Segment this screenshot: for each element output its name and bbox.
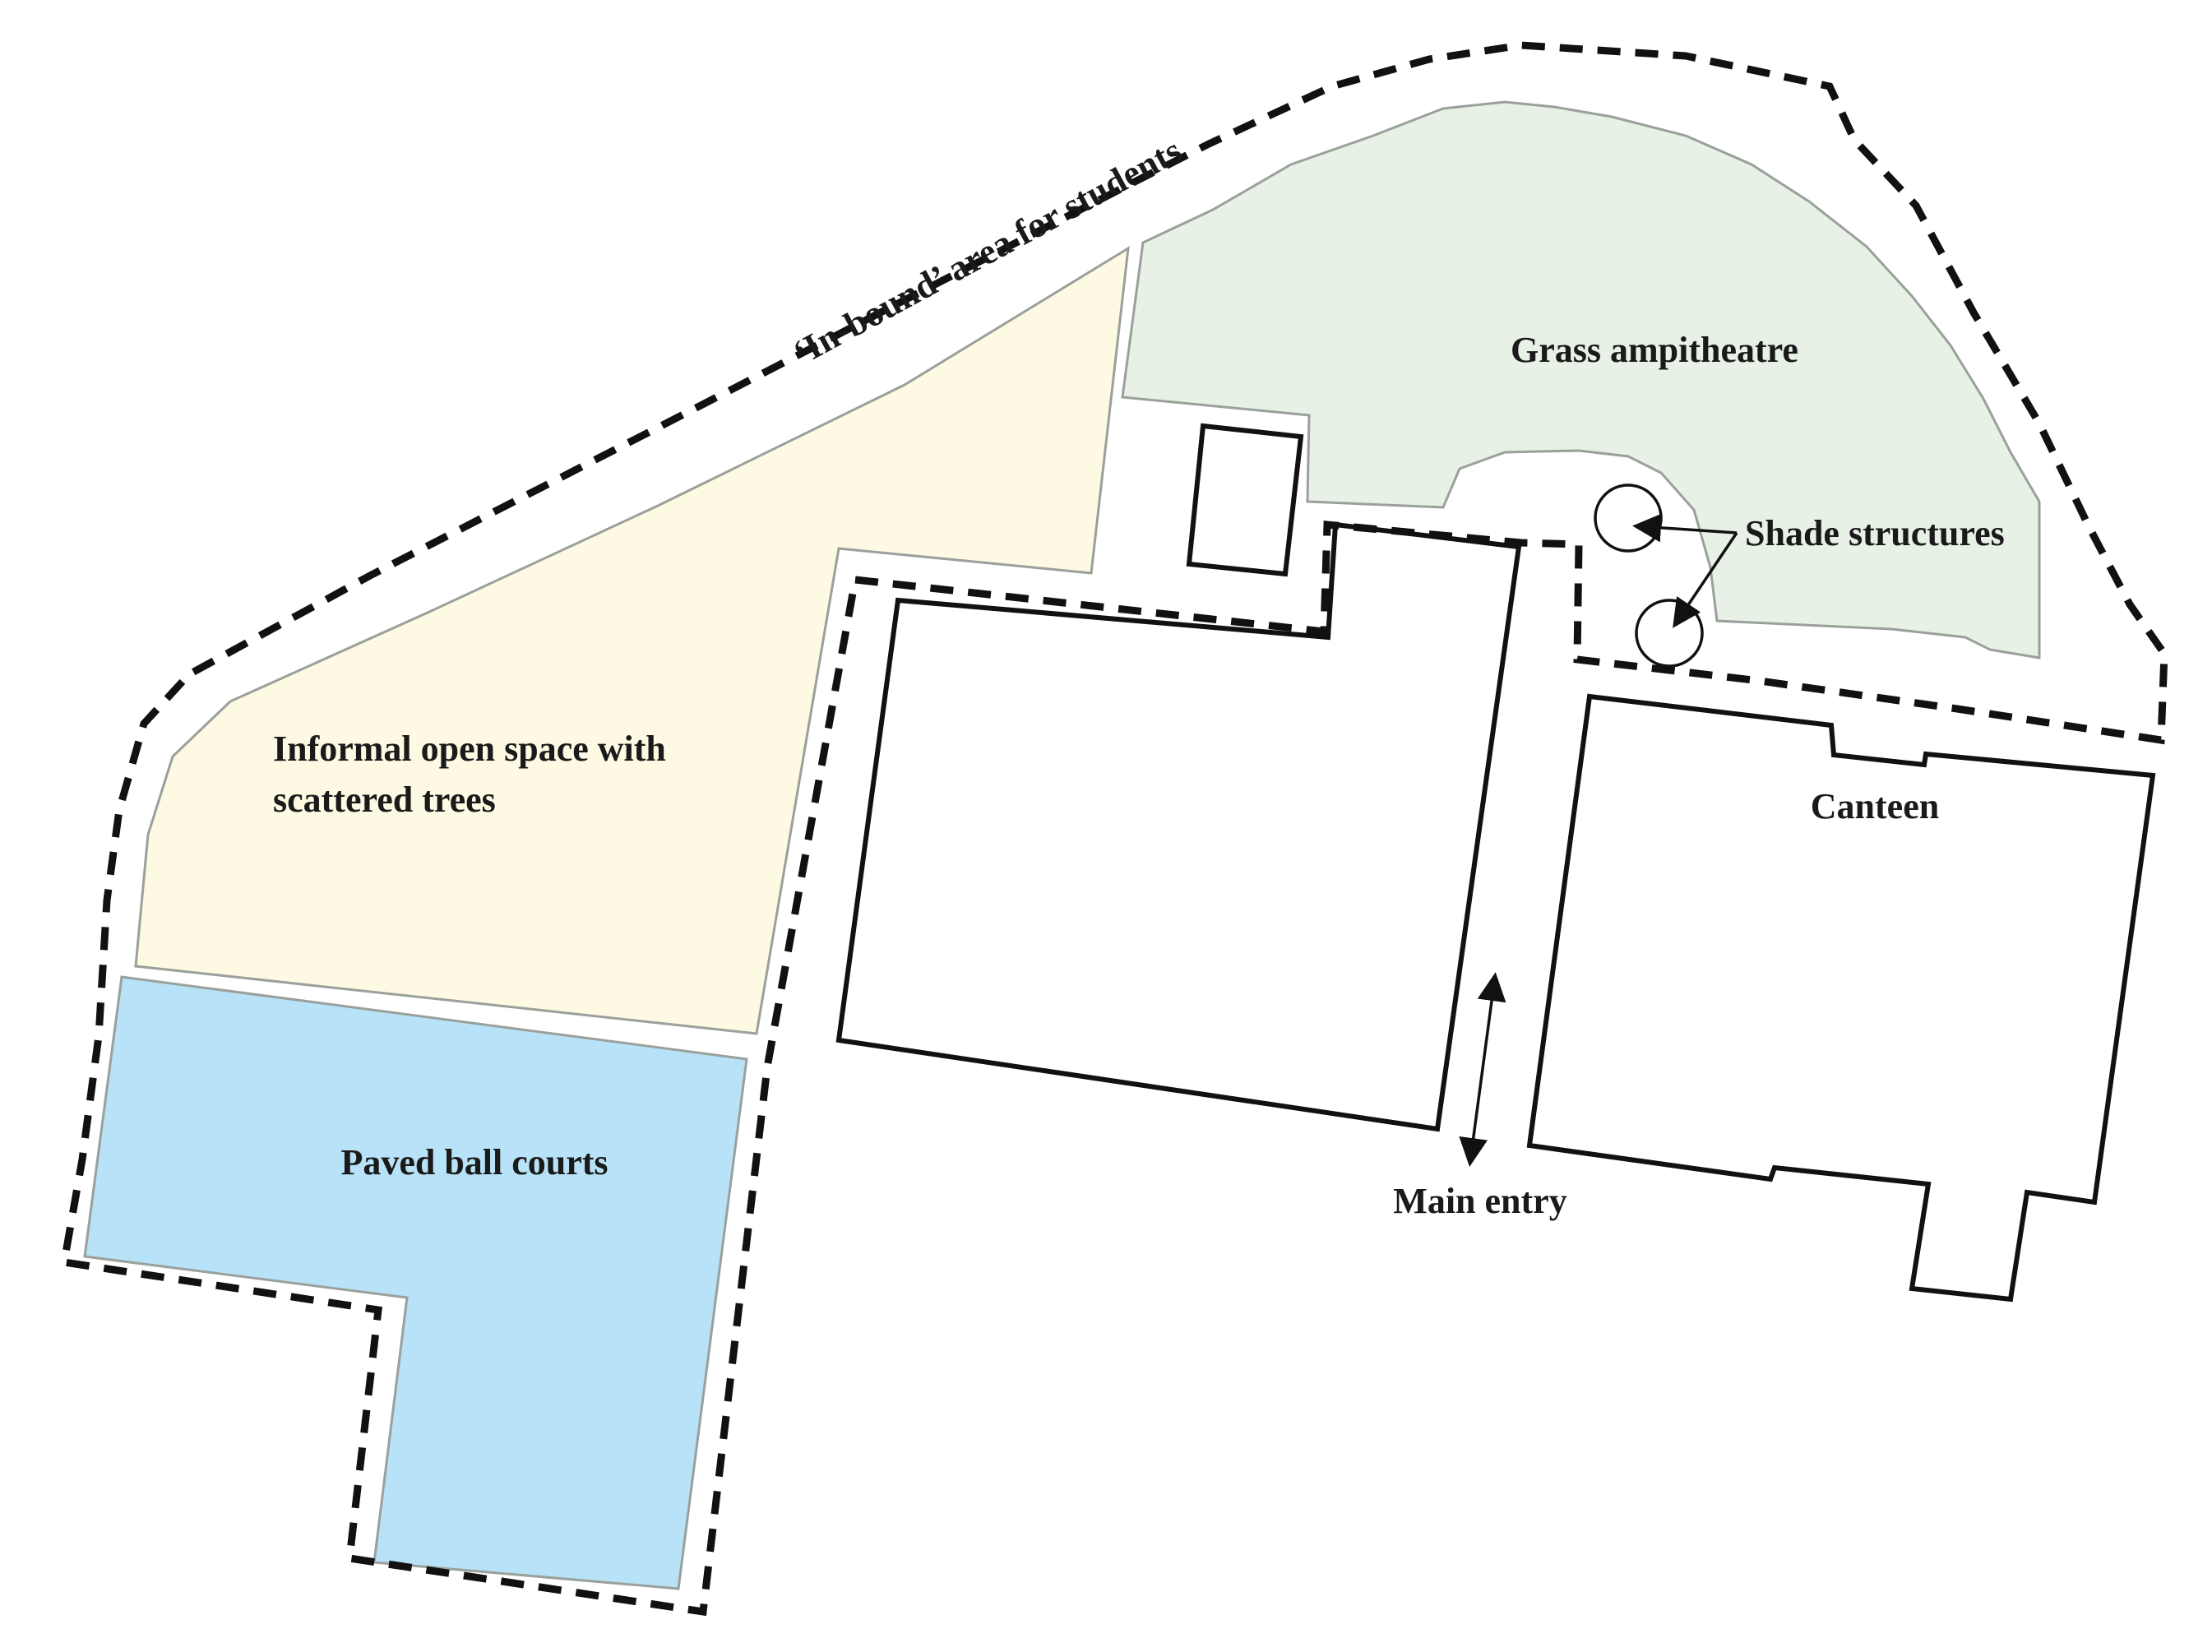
shade-structure-circle-1	[1594, 484, 1663, 553]
shade-structure-circle-2	[1635, 599, 1704, 668]
grass-ampitheatre-label: Grass ampitheatre	[1511, 330, 1798, 370]
grass-ampitheatre-zone	[1121, 100, 2041, 659]
canteen-building	[1526, 693, 2156, 1303]
open-space-label-line2: scattered trees	[273, 780, 496, 820]
shade-arrow-1	[1632, 513, 1738, 543]
inbound-area-boundary	[59, 41, 2168, 1617]
canteen-label: Canteen	[1811, 786, 1939, 826]
informal-open-space-zone	[134, 246, 1130, 1035]
main-entry-arrow	[1459, 972, 1506, 1167]
main-building	[835, 521, 1522, 1132]
shade-structures-label: Shade structures	[1745, 513, 2005, 553]
shade-arrow-2	[1673, 532, 1738, 628]
small-building	[1186, 423, 1304, 577]
paved-ball-courts-label: Paved ball courts	[340, 1142, 608, 1182]
open-space-label-line1: Informal open space with	[273, 729, 666, 769]
main-entry-label: Main entry	[1393, 1181, 1566, 1221]
